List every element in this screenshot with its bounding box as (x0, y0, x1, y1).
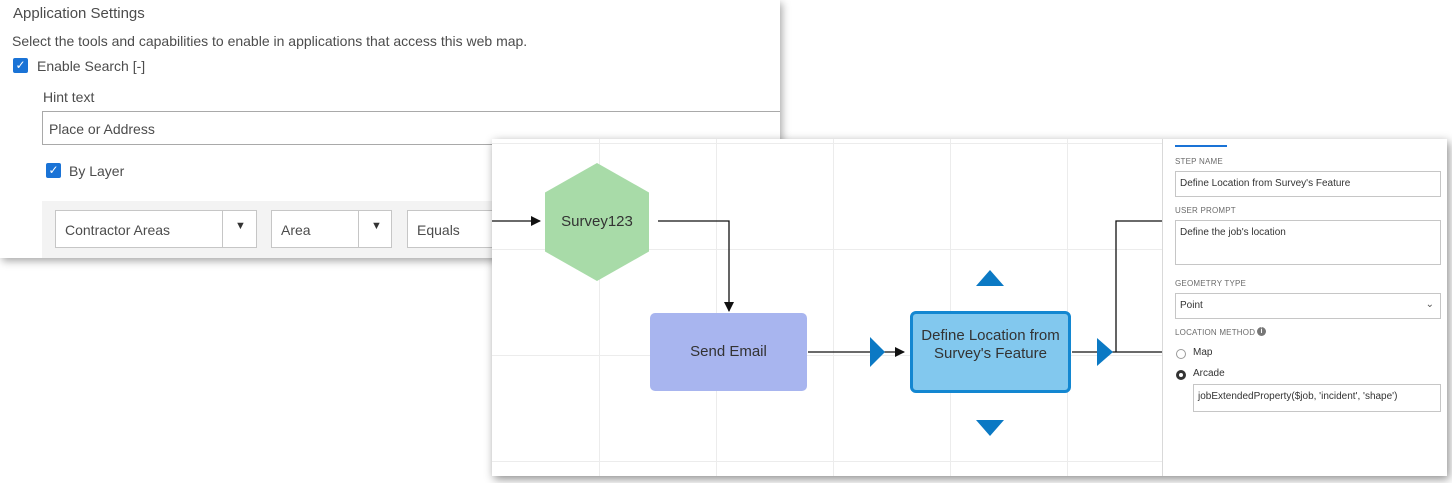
info-icon[interactable]: i (1257, 327, 1266, 336)
survey-to-email-connector[interactable] (658, 220, 734, 312)
connector-layer (492, 216, 1162, 436)
step-name-input[interactable]: Define Location from Survey's Feature (1175, 171, 1441, 197)
triangle-arrow-icon[interactable] (976, 420, 1004, 436)
arcade-expression-input[interactable]: jobExtendedProperty($job, 'incident', 's… (1193, 384, 1441, 412)
send-email-node[interactable]: Send Email (650, 313, 807, 391)
operator-select-value: Equals (417, 222, 460, 238)
geometry-type-label: GEOMETRY TYPE (1175, 279, 1247, 288)
triangle-arrow-icon[interactable] (870, 337, 885, 367)
arcade-radio-label[interactable]: Arcade (1193, 368, 1225, 379)
triangle-arrow-icon[interactable] (976, 270, 1004, 286)
chevron-down-icon: ▼ (235, 220, 246, 232)
step-name-label: STEP NAME (1175, 157, 1223, 166)
by-layer-checkbox[interactable]: ✓ (46, 163, 61, 178)
settings-description: Select the tools and capabilities to ena… (12, 33, 528, 49)
user-prompt-input[interactable]: Define the job's location (1175, 220, 1441, 265)
layer-select[interactable]: Contractor Areas ▼ (55, 210, 257, 248)
arcade-radio[interactable] (1176, 370, 1186, 380)
panel-divider (1162, 139, 1163, 476)
geometry-type-select[interactable]: Point ⌄ (1175, 293, 1441, 319)
workflow-designer-panel: Survey123 Send Email Define Location fro… (492, 139, 1447, 476)
geometry-type-value: Point (1180, 300, 1203, 311)
map-radio-label[interactable]: Map (1193, 347, 1213, 358)
chevron-down-icon: ⌄ (1425, 299, 1434, 310)
field-select[interactable]: Area ▼ (271, 210, 392, 248)
check-icon: ✓ (15, 58, 26, 72)
enable-search-checkbox[interactable]: ✓ (13, 58, 28, 73)
chevron-down-icon: ▼ (371, 220, 382, 232)
define-location-node-label: Define Location from Survey's Feature (921, 327, 1060, 362)
map-radio[interactable] (1176, 349, 1186, 359)
field-select-value: Area (281, 222, 311, 238)
user-prompt-label: USER PROMPT (1175, 206, 1236, 215)
location-method-label: LOCATION METHOD (1175, 328, 1256, 337)
layer-select-value: Contractor Areas (65, 222, 171, 238)
by-layer-label[interactable]: By Layer (69, 163, 125, 179)
triangle-arrow-icon[interactable] (1097, 338, 1113, 366)
settings-title: Application Settings (13, 5, 145, 22)
enable-search-label[interactable]: Enable Search [-] (37, 58, 146, 74)
check-icon: ✓ (48, 163, 59, 177)
define-location-node[interactable]: Define Location from Survey's Feature (910, 311, 1071, 393)
step-properties-panel: STEP NAME Define Location from Survey's … (1163, 139, 1447, 476)
hint-text-label: Hint text (43, 89, 95, 105)
survey123-node-label: Survey123 (561, 213, 633, 230)
send-email-node-label: Send Email (690, 343, 767, 360)
branch-connector[interactable] (1115, 220, 1162, 352)
active-tab-indicator (1175, 145, 1227, 147)
